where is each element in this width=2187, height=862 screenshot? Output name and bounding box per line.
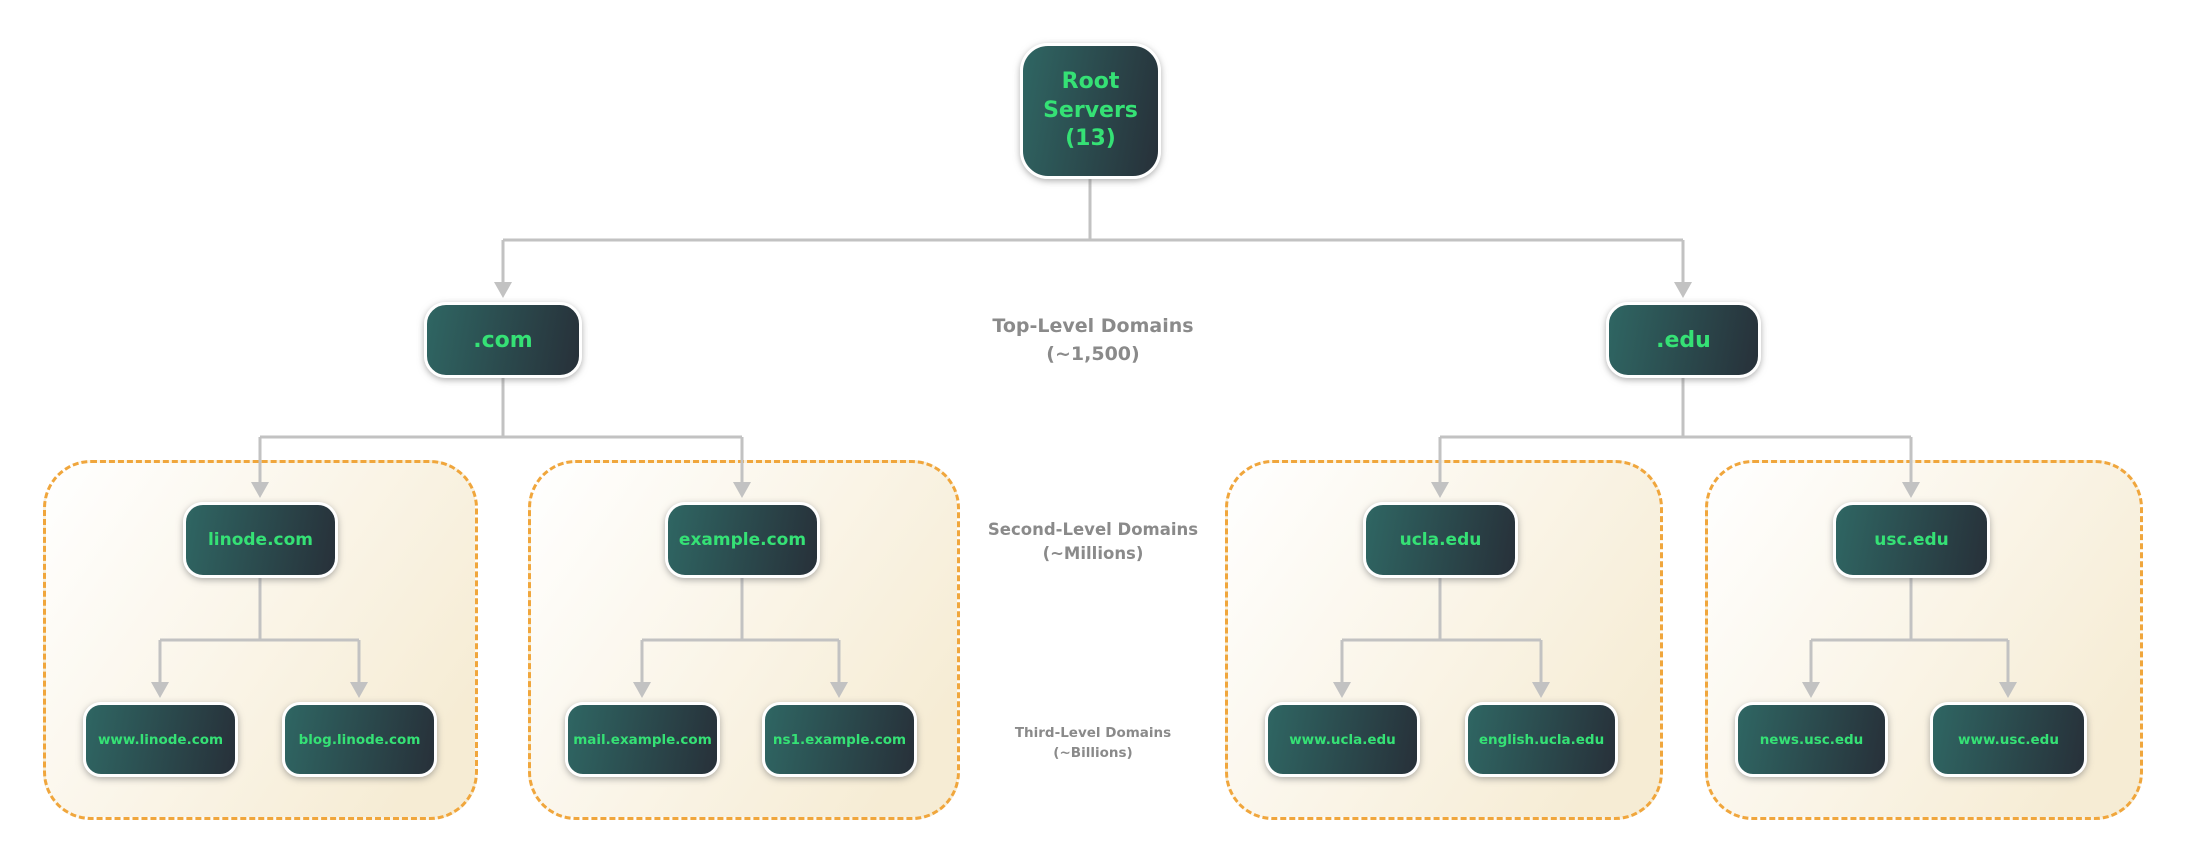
- label-top-level-line2: (~1,500): [1046, 342, 1140, 365]
- node-label: english.ucla.edu: [1478, 731, 1605, 748]
- node-label: .com: [473, 327, 533, 353]
- node-label: www.ucla.edu: [1289, 731, 1396, 748]
- node-blog-linode-com: blog.linode.com: [282, 702, 437, 777]
- node-news-usc-edu: news.usc.edu: [1735, 702, 1888, 777]
- node-label: www.usc.edu: [1958, 731, 2059, 748]
- node-label: Root Servers (13): [1043, 69, 1138, 152]
- label-top-level-line1: Top-Level Domains: [992, 315, 1194, 337]
- node-mail-example-com: mail.example.com: [565, 702, 720, 777]
- node-ns1-example-com: ns1.example.com: [762, 702, 917, 777]
- arrowhead-icon: [1674, 282, 1692, 298]
- node-com: .com: [424, 302, 582, 378]
- node-english-ucla-edu: english.ucla.edu: [1465, 702, 1618, 777]
- node-example-com: example.com: [665, 502, 820, 578]
- node-ucla-edu: ucla.edu: [1363, 502, 1518, 578]
- node-label: ucla.edu: [1399, 530, 1482, 550]
- node-label: example.com: [678, 530, 807, 550]
- label-third-level-domains: Third-Level Domains (~Billions): [1015, 723, 1171, 764]
- node-root-servers: Root Servers (13): [1020, 43, 1161, 179]
- label-third-level-line1: Third-Level Domains: [1014, 725, 1172, 741]
- node-label: mail.example.com: [573, 731, 712, 748]
- node-label: ns1.example.com: [772, 731, 907, 748]
- node-label: linode.com: [207, 530, 314, 550]
- node-label: usc.edu: [1874, 530, 1949, 550]
- node-usc-edu: usc.edu: [1833, 502, 1990, 578]
- node-label: blog.linode.com: [298, 731, 421, 748]
- node-edu: .edu: [1606, 302, 1761, 378]
- node-label: .edu: [1656, 327, 1711, 353]
- arrowhead-icon: [494, 282, 512, 298]
- label-third-level-line2: (~Billions): [1053, 745, 1133, 762]
- node-www-usc-edu: www.usc.edu: [1930, 702, 2087, 777]
- connector-root-to-tlds: [501, 179, 1685, 283]
- node-linode-com: linode.com: [183, 502, 338, 578]
- node-www-linode-com: www.linode.com: [83, 702, 238, 777]
- label-second-level-line2: (~Millions): [1042, 543, 1144, 563]
- node-label: www.linode.com: [97, 731, 224, 748]
- node-www-ucla-edu: www.ucla.edu: [1265, 702, 1420, 777]
- label-top-level-domains: Top-Level Domains (~1,500): [992, 313, 1193, 368]
- label-second-level-line1: Second-Level Domains: [987, 520, 1199, 539]
- node-label: news.usc.edu: [1759, 731, 1864, 748]
- label-second-level-domains: Second-Level Domains (~Millions): [988, 518, 1198, 566]
